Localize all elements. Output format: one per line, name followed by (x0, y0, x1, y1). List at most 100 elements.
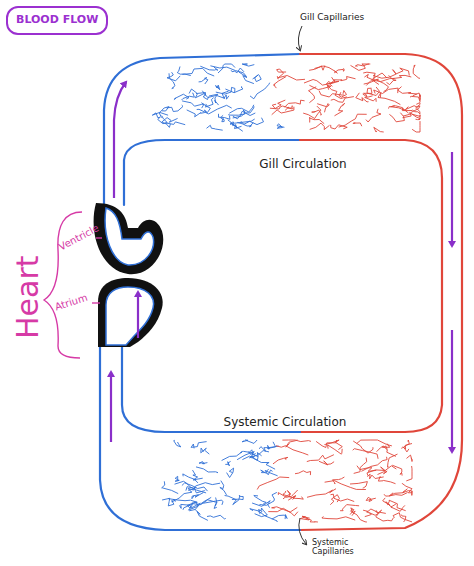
capillary (182, 93, 195, 100)
capillary (241, 121, 253, 127)
capillary (239, 72, 254, 84)
capillary (330, 80, 343, 87)
capillary (183, 474, 203, 480)
capillary (354, 458, 367, 474)
capillary (179, 503, 200, 508)
heart-chambers (94, 203, 164, 347)
capillary (227, 468, 234, 477)
capillary (195, 94, 225, 99)
capillary (373, 70, 396, 79)
capillary (167, 72, 180, 81)
capillary (403, 113, 421, 121)
capillary (374, 127, 384, 132)
flow-arrows (111, 82, 452, 452)
capillary (389, 113, 404, 122)
capillary (365, 511, 372, 516)
capillary (402, 484, 412, 493)
capillary (401, 515, 406, 523)
capillary (304, 80, 333, 86)
capillary (410, 96, 420, 101)
capillary (186, 487, 205, 493)
capillary (278, 490, 297, 497)
capillary (366, 73, 386, 86)
capillary (162, 481, 179, 493)
vessel-outline (300, 140, 442, 432)
capillary (272, 107, 294, 115)
capillary (225, 495, 240, 504)
capillary (174, 440, 181, 447)
capillary (331, 97, 354, 103)
capillary (254, 496, 266, 504)
capillary (175, 481, 207, 493)
capillary (377, 446, 396, 456)
capillary (253, 455, 275, 469)
capillary (328, 445, 343, 454)
capillary (257, 477, 289, 490)
capillary (350, 508, 355, 516)
capillary (309, 118, 324, 124)
capillary (398, 87, 417, 94)
capillary (317, 104, 329, 113)
capillary (228, 120, 242, 129)
capillary (276, 446, 308, 455)
capillary (406, 466, 412, 481)
capillary-network (152, 64, 420, 522)
capillary (207, 515, 226, 519)
ventricle-chamber (105, 208, 153, 265)
capillary (250, 83, 270, 99)
capillary (270, 106, 294, 109)
ventricle-wall (94, 203, 164, 274)
capillary (199, 462, 207, 464)
capillary (339, 114, 367, 127)
capillary (165, 122, 185, 128)
capillary (378, 93, 400, 105)
capillary (230, 119, 254, 125)
capillary (392, 465, 402, 475)
capillary (407, 455, 413, 461)
atrium-wall (98, 278, 163, 347)
capillary (233, 111, 256, 119)
leader-line (96, 237, 102, 238)
capillary (331, 494, 355, 501)
flow-arrow (110, 372, 112, 442)
capillary (222, 451, 243, 460)
capillary (250, 451, 270, 459)
vessel-outline (100, 345, 300, 530)
capillary (272, 515, 287, 520)
capillary (322, 516, 355, 520)
leader-arrow (298, 26, 302, 50)
vessel-outline (104, 54, 300, 205)
capillary (405, 106, 420, 110)
capillary (273, 457, 288, 464)
capillary (378, 467, 388, 475)
capillary (191, 442, 207, 449)
capillary (366, 109, 381, 122)
capillary (242, 64, 254, 66)
capillary (216, 87, 235, 94)
capillary (411, 114, 420, 120)
capillary (363, 509, 379, 513)
capillary (199, 78, 208, 84)
capillary (274, 77, 286, 88)
chamber-label: Atrium (53, 287, 104, 313)
capillary (325, 481, 366, 490)
title-badge: BLOOD FLOW (6, 6, 108, 35)
capillary (242, 440, 257, 443)
capillary (196, 467, 218, 473)
capillary (265, 470, 277, 476)
capillary (324, 440, 342, 450)
capillary (295, 471, 311, 475)
capillary (192, 493, 203, 499)
capillary (182, 101, 204, 108)
capillary (353, 449, 378, 459)
flow-arrow (451, 330, 453, 452)
capillary (330, 495, 339, 505)
capillary (367, 474, 383, 479)
capillary (193, 470, 198, 483)
capillary (351, 64, 371, 70)
capillary (221, 115, 225, 121)
capillary (300, 516, 309, 520)
capillary (260, 492, 277, 505)
capillary (285, 100, 305, 107)
